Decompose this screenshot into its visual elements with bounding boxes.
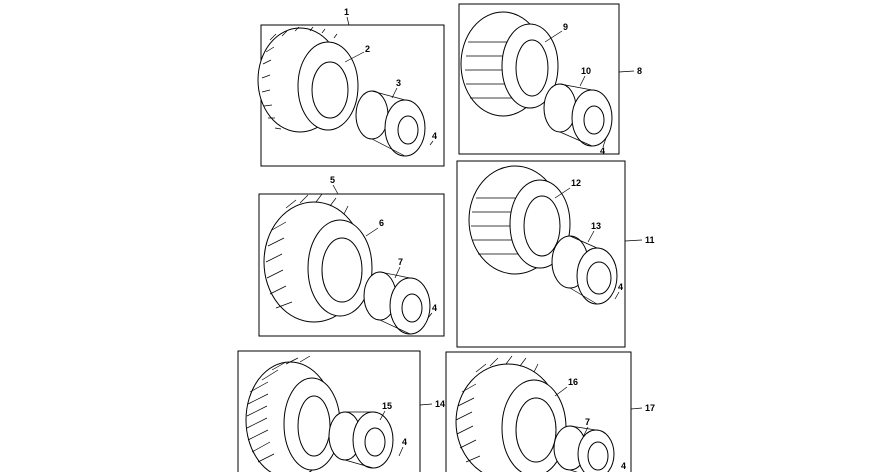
assembly-group-8: 9 10 8 4: [458, 3, 642, 156]
rim-3: [355, 90, 426, 157]
callout-1: 1: [344, 7, 349, 17]
assembly-group-1: 1 2 3 4: [257, 7, 445, 167]
callout-3: 3: [396, 78, 401, 88]
rim-15: [328, 411, 394, 469]
callout-6: 6: [379, 218, 384, 228]
tire-6: [263, 193, 373, 323]
tire-16: [455, 355, 567, 472]
tire-12: [468, 165, 571, 275]
callout-17: 17: [645, 403, 655, 413]
group-5-frame: [258, 193, 445, 337]
callout-13: 13: [591, 221, 601, 231]
callout-4-b: 4: [432, 303, 437, 313]
callout-5: 5: [330, 175, 335, 185]
rim-10: [543, 83, 613, 147]
group-8-frame: [458, 3, 620, 155]
callout-4-e: 4: [402, 437, 407, 447]
callout-8: 8: [637, 66, 642, 76]
tire-14: [245, 355, 341, 472]
callout-11: 11: [645, 235, 655, 245]
callout-4-f: 4: [621, 461, 626, 471]
rim-7: [363, 271, 431, 335]
tire-2: [257, 26, 359, 133]
callout-7-b: 7: [585, 417, 590, 427]
callout-4-a: 4: [432, 131, 437, 141]
group-11-frame: [456, 160, 626, 348]
assembly-group-14: 15 14 4: [237, 350, 445, 472]
callout-12: 12: [571, 178, 581, 188]
assembly-group-5: 5 6 7 4: [258, 175, 445, 337]
callout-7-a: 7: [398, 257, 403, 267]
callout-4-c: 4: [600, 146, 605, 156]
rim-7-b: [553, 425, 615, 472]
callout-4-d: 4: [618, 282, 623, 292]
rim-13: [551, 235, 618, 305]
group-17-frame: [445, 351, 632, 472]
assembly-group-17: 16 7 17 4: [445, 351, 655, 472]
callout-2: 2: [365, 44, 370, 54]
group-14-frame: [237, 350, 421, 472]
tire-9: [460, 11, 559, 117]
callout-15: 15: [382, 401, 392, 411]
assembly-group-11: 12 13 11 4: [456, 160, 655, 348]
callout-10: 10: [581, 66, 591, 76]
callout-16: 16: [568, 377, 578, 387]
callout-9: 9: [563, 22, 568, 32]
callout-14: 14: [435, 399, 445, 409]
